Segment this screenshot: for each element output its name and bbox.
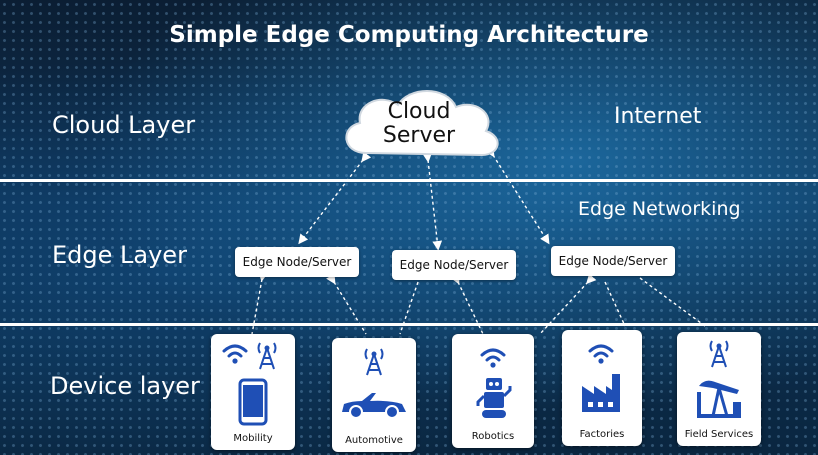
factory-icon	[582, 374, 620, 412]
device-layer-label: Device layer	[50, 372, 200, 400]
robot-icon	[476, 378, 512, 418]
device-card-mobility: Mobility	[211, 334, 295, 450]
edge-device-divider	[0, 323, 818, 326]
edge-node-2: Edge Node/Server	[392, 250, 516, 280]
device-label-automotive: Automotive	[345, 435, 403, 446]
tower-icon	[364, 348, 384, 376]
cloud-edge-divider	[0, 179, 818, 182]
edge-node-1: Edge Node/Server	[235, 247, 359, 277]
phone-icon	[238, 378, 268, 426]
wifi-icon	[222, 344, 248, 364]
device-label-factories: Factories	[579, 429, 625, 440]
car-icon	[342, 393, 406, 419]
cloud-label-line2: Server	[382, 123, 456, 148]
device-label-field-services: Field Services	[684, 429, 754, 440]
device-card-robotics: Robotics	[452, 334, 534, 448]
device-card-field-services: Field Services	[677, 332, 761, 446]
device-label-robotics: Robotics	[471, 431, 515, 442]
wifi-icon	[480, 348, 506, 368]
cloud-layer-label: Cloud Layer	[52, 111, 196, 139]
tower-icon	[257, 342, 277, 370]
wifi-icon	[588, 344, 614, 364]
edge-networking-label: Edge Networking	[578, 198, 741, 220]
device-label-mobility: Mobility	[233, 433, 273, 444]
oil-pump-icon	[697, 380, 741, 418]
device-card-automotive: Automotive	[332, 338, 416, 452]
edge-layer-label: Edge Layer	[52, 241, 187, 269]
cloud-server-shape	[345, 90, 499, 157]
device-card-factories: Factories	[562, 330, 642, 446]
diagram-title: Simple Edge Computing Architecture	[169, 22, 649, 48]
cloud-label-line1: Cloud	[387, 99, 451, 124]
cloud-server-label: Cloud Server	[350, 100, 488, 148]
tower-icon	[709, 340, 729, 368]
edge-node-3: Edge Node/Server	[551, 246, 675, 276]
internet-label: Internet	[614, 104, 702, 129]
